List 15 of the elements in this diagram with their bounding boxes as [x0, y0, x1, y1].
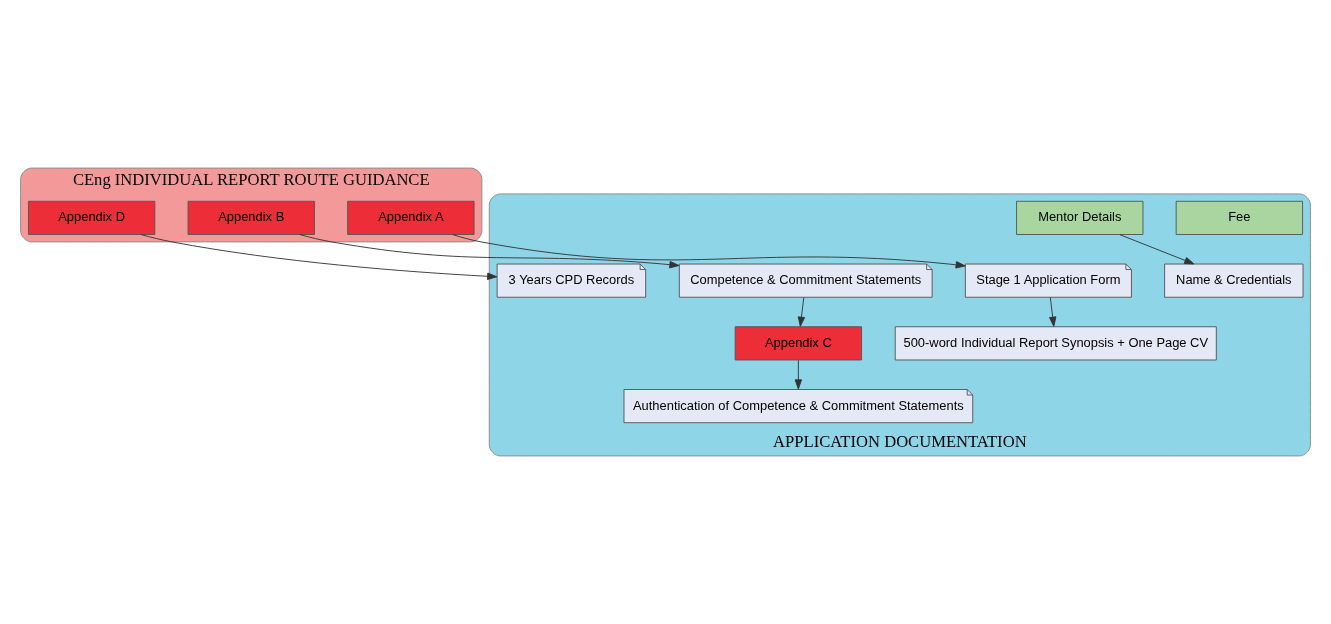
node-box: Name & Credentials [1164, 263, 1304, 298]
arrow [794, 359, 803, 390]
arrow [797, 297, 806, 327]
node-box: Appendix A [347, 200, 475, 235]
node-box: Appendix D [27, 200, 156, 235]
arrow [299, 234, 680, 269]
arrow [1119, 234, 1195, 265]
arrow [452, 234, 966, 269]
arrow [1049, 297, 1057, 327]
node-box: Appendix B [187, 200, 315, 235]
node-box: Fee [1175, 200, 1304, 235]
node-box: Appendix C [734, 326, 862, 361]
node-box: 500-word Individual Report Synopsis + One Page CV [894, 326, 1217, 361]
arrow [140, 234, 498, 280]
node-box: Mentor Details [1016, 200, 1144, 235]
